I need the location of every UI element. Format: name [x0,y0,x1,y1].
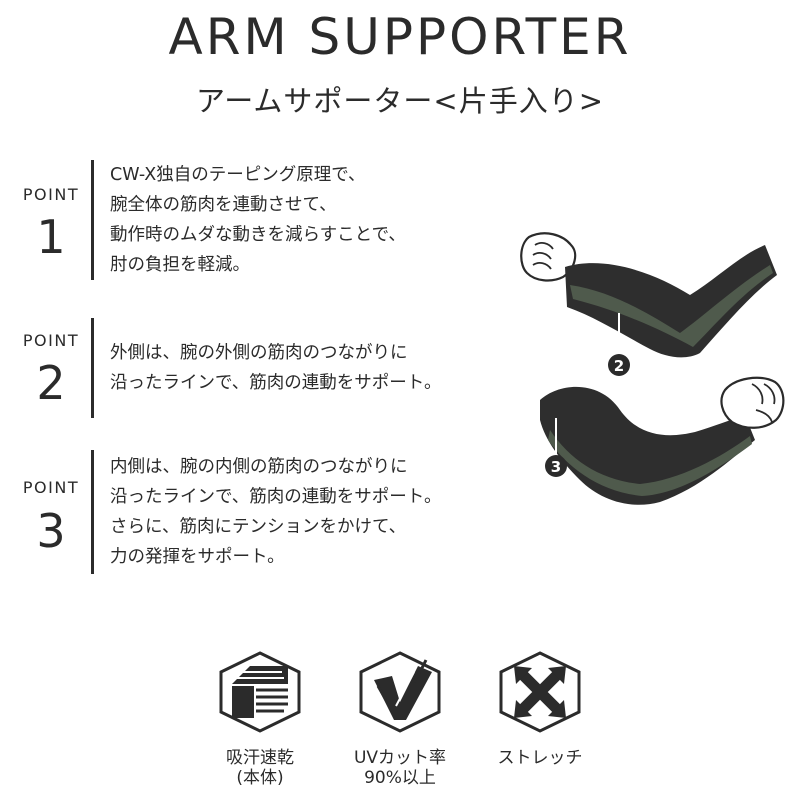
feature-caption: ストレッチ [485,748,595,768]
point-3: POINT 3 内側は、腕の内側の筋肉のつながりに 沿ったラインで、筋肉の連動を… [0,450,500,580]
feature-uv-cut: UVカット率 90%以上 [345,650,455,788]
sleeve-stripe [570,265,773,347]
point-label: POINT [22,478,80,497]
marker-2 [608,354,630,376]
feature-caption-line: 吸汗速乾 [226,748,294,768]
divider [91,450,94,574]
point-2: POINT 2 外側は、腕の外側の筋肉のつながりに 沿ったラインで、筋肉の連動を… [0,318,500,448]
sleeve-stripe [548,430,752,496]
marker-2-label: 2 [614,357,624,375]
arm-inner-illustration: 3 [540,376,785,505]
divider [91,160,94,280]
quick-dry-icon [219,651,301,733]
page-subtitle: アームサポーター<片手入り> [196,84,604,118]
feature-caption-line: (本体) [236,768,284,788]
page-title: ARM SUPPORTER [168,8,632,66]
point-number: 3 [36,504,66,558]
point-description: CW-X独自のテーピング原理で、 腕全体の筋肉を連動させて、 動作時のムダな動き… [110,160,406,280]
stretch-icon [499,651,581,733]
feature-caption-line: 90%以上 [364,768,436,788]
point-line: さらに、筋肉にテンションをかけて、 [110,517,407,537]
divider [91,318,94,418]
point-number: 1 [36,210,66,264]
feature-caption-line: UVカット率 [353,748,447,768]
point-line: 腕全体の筋肉を連動させて、 [110,195,337,215]
point-label: POINT [22,185,80,204]
point-description: 内側は、腕の内側の筋肉のつながりに 沿ったラインで、筋肉の連動をサポート。 さら… [110,452,441,572]
point-line: 沿ったラインで、筋肉の連動をサポート。 [110,487,442,507]
feature-caption: 吸汗速乾 (本体) [205,748,315,788]
feature-quick-dry: 吸汗速乾 (本体) [205,650,315,788]
point-line: CW-X独自のテーピング原理で、 [110,165,366,185]
point-line: 沿ったラインで、筋肉の連動をサポート。 [110,373,442,393]
arm-outer-illustration: 2 [520,232,777,376]
point-label: POINT [22,331,80,350]
point-line: 動作時のムダな動きを減らすことで、 [110,225,406,245]
marker-3 [545,455,567,477]
point-description: 外側は、腕の外側の筋肉のつながりに 沿ったラインで、筋肉の連動をサポート。 [110,338,441,398]
point-line: 力の発揮をサポート。 [110,547,285,567]
point-line: 外側は、腕の外側の筋肉のつながりに [110,343,408,363]
marker-3-label: 3 [551,458,561,476]
uv-cut-icon [359,651,441,733]
point-number: 2 [36,356,66,410]
feature-caption: UVカット率 90%以上 [345,748,455,788]
feature-stretch: ストレッチ [485,650,595,768]
point-line: 内側は、腕の内側の筋肉のつながりに [110,457,408,477]
point-1: POINT 1 CW-X独自のテーピング原理で、 腕全体の筋肉を連動させて、 動… [0,160,500,290]
point-line: 肘の負担を軽減。 [110,255,250,275]
feature-caption-line: ストレッチ [497,748,583,768]
